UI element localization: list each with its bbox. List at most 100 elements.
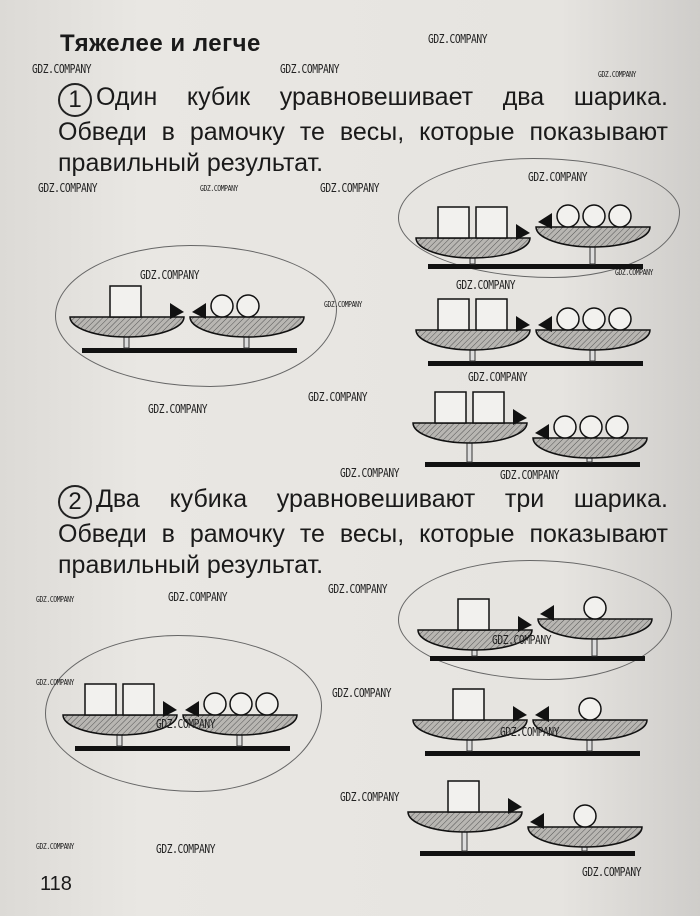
arrow-right-icon bbox=[513, 706, 527, 722]
arrow-right-icon bbox=[513, 409, 527, 425]
watermark: GDZ.COMPANY bbox=[36, 842, 74, 851]
watermark: GDZ.COMPANY bbox=[140, 268, 200, 282]
cube bbox=[122, 683, 155, 716]
left-pan bbox=[415, 237, 531, 259]
left-pan bbox=[417, 629, 533, 651]
task-number: 2 bbox=[58, 485, 92, 519]
arrow-right-icon bbox=[170, 303, 184, 319]
arrow-left-icon bbox=[538, 316, 552, 332]
task-number: 1 bbox=[58, 83, 92, 117]
watermark: GDZ.COMPANY bbox=[340, 790, 400, 804]
ball bbox=[556, 307, 580, 331]
balance-scale[interactable] bbox=[408, 178, 658, 273]
ball bbox=[582, 204, 606, 228]
ball bbox=[583, 596, 607, 620]
balance-scale[interactable] bbox=[55, 660, 305, 755]
cube bbox=[452, 688, 485, 721]
scale-base bbox=[428, 361, 643, 366]
arrow-left-icon bbox=[538, 213, 552, 229]
cube bbox=[109, 285, 142, 318]
arrow-right-icon bbox=[508, 798, 522, 814]
right-pan bbox=[527, 826, 643, 848]
watermark: GDZ.COMPANY bbox=[340, 466, 400, 480]
left-pan bbox=[415, 329, 531, 351]
left-pan bbox=[412, 719, 528, 741]
watermark: GDZ.COMPANY bbox=[468, 370, 528, 384]
watermark: GDZ.COMPANY bbox=[500, 468, 560, 482]
right-pan bbox=[537, 618, 653, 640]
watermark: GDZ.COMPANY bbox=[528, 170, 588, 184]
watermark: GDZ.COMPANY bbox=[148, 402, 208, 416]
scale-base bbox=[425, 751, 640, 756]
arrow-right-icon bbox=[516, 316, 530, 332]
watermark: GDZ.COMPANY bbox=[308, 390, 368, 404]
page-number: 118 bbox=[40, 873, 72, 895]
balance-scale[interactable] bbox=[408, 275, 658, 370]
watermark: GDZ.COMPANY bbox=[168, 590, 228, 604]
ball bbox=[255, 692, 279, 716]
watermark: GDZ.COMPANY bbox=[320, 181, 380, 195]
watermark: GDZ.COMPANY bbox=[428, 32, 488, 46]
scale-base bbox=[420, 851, 635, 856]
ball bbox=[229, 692, 253, 716]
cube bbox=[84, 683, 117, 716]
watermark: GDZ.COMPANY bbox=[492, 633, 552, 647]
balance-scale[interactable] bbox=[405, 376, 655, 471]
watermark: GDZ.COMPANY bbox=[200, 184, 238, 193]
scale-post bbox=[466, 440, 473, 463]
arrow-left-icon bbox=[535, 706, 549, 722]
scale-post bbox=[591, 636, 598, 657]
balance-scale[interactable] bbox=[400, 765, 650, 860]
arrow-right-icon bbox=[163, 701, 177, 717]
page-title: Тяжелее и легче bbox=[60, 30, 261, 57]
watermark: GDZ.COMPANY bbox=[32, 62, 92, 76]
ball bbox=[556, 204, 580, 228]
right-pan bbox=[532, 719, 648, 741]
scale-base bbox=[82, 348, 297, 353]
cube bbox=[457, 598, 490, 631]
balance-scale[interactable] bbox=[405, 665, 655, 760]
left-pan bbox=[412, 422, 528, 444]
cube bbox=[475, 298, 508, 331]
watermark: GDZ.COMPANY bbox=[328, 582, 388, 596]
ball bbox=[582, 307, 606, 331]
scale-post bbox=[461, 829, 468, 852]
arrow-left-icon bbox=[192, 303, 206, 319]
watermark: GDZ.COMPANY bbox=[324, 300, 362, 309]
watermark: GDZ.COMPANY bbox=[156, 842, 216, 856]
ball bbox=[553, 415, 577, 439]
ball bbox=[203, 692, 227, 716]
task-text: Два кубика уравновешивают три шарика. Об… bbox=[58, 485, 668, 579]
watermark: GDZ.COMPANY bbox=[38, 181, 98, 195]
balance-scale[interactable] bbox=[410, 570, 660, 665]
watermark: GDZ.COMPANY bbox=[280, 62, 340, 76]
scale-post bbox=[589, 244, 596, 265]
watermark: GDZ.COMPANY bbox=[598, 70, 636, 79]
right-pan bbox=[532, 437, 648, 459]
arrow-left-icon bbox=[540, 605, 554, 621]
cube bbox=[475, 206, 508, 239]
ball bbox=[573, 804, 597, 828]
scale-base bbox=[428, 264, 643, 269]
right-pan bbox=[535, 329, 651, 351]
task-text: Один кубик уравновешивает два шарика. Об… bbox=[58, 83, 668, 177]
balance-scale[interactable] bbox=[62, 262, 312, 357]
right-pan bbox=[189, 316, 305, 338]
watermark: GDZ.COMPANY bbox=[615, 268, 653, 277]
scale-base bbox=[75, 746, 290, 751]
watermark: GDZ.COMPANY bbox=[582, 865, 642, 879]
watermark: GDZ.COMPANY bbox=[332, 686, 392, 700]
cube bbox=[437, 206, 470, 239]
cube bbox=[447, 780, 480, 813]
right-pan bbox=[535, 226, 651, 248]
ball bbox=[608, 307, 632, 331]
ball bbox=[605, 415, 629, 439]
ball bbox=[210, 294, 234, 318]
scale-base bbox=[425, 462, 640, 467]
ball bbox=[578, 697, 602, 721]
arrow-right-icon bbox=[518, 616, 532, 632]
watermark: GDZ.COMPANY bbox=[36, 678, 74, 687]
arrow-right-icon bbox=[516, 224, 530, 240]
